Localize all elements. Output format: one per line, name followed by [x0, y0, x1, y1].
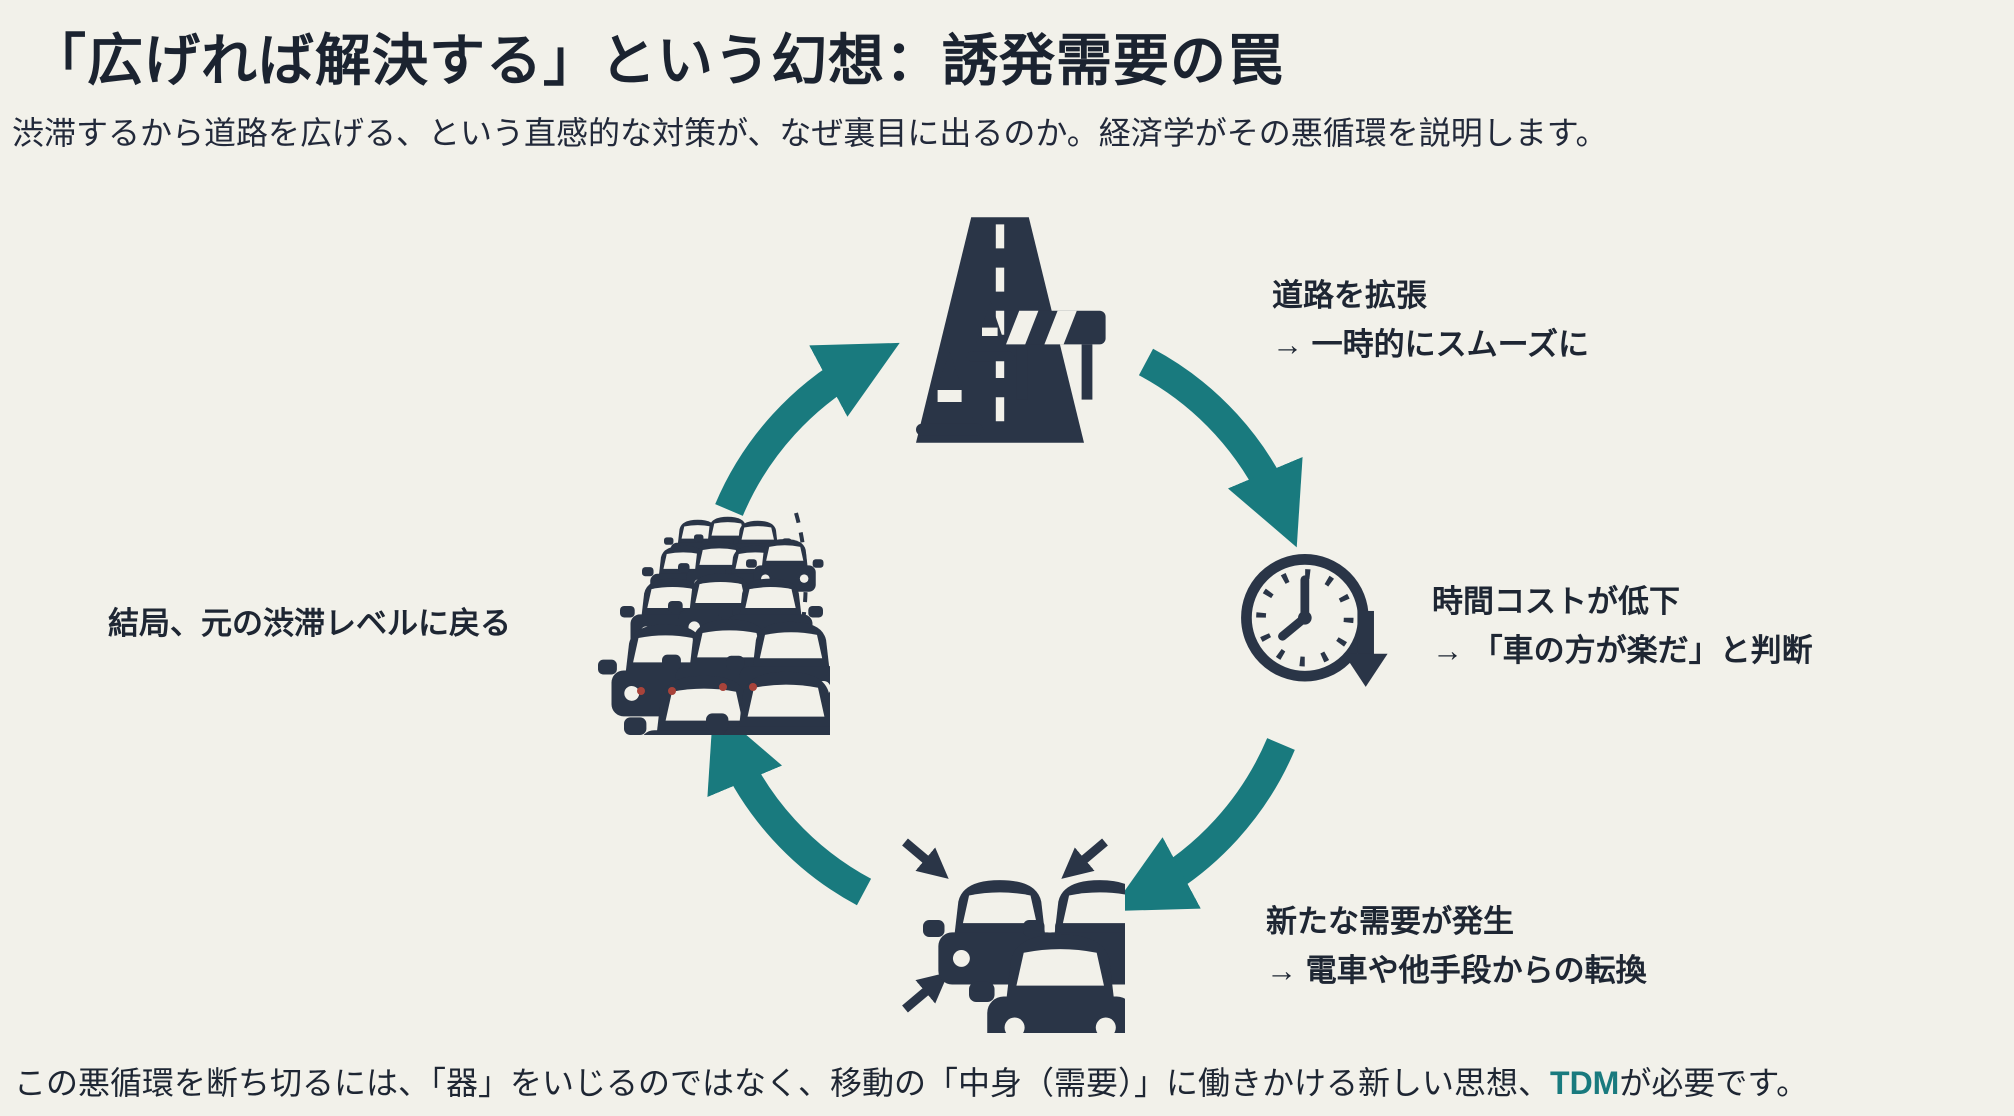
page-title: 「広げれば解決する」という幻想：誘発需要の罠 — [30, 29, 1284, 92]
cycle-arrow-right-to-bottom — [1110, 738, 1295, 912]
converge-arrow-top-right — [1061, 838, 1108, 879]
cycle-arrow-bottom-to-left — [707, 706, 872, 906]
down-arrow — [1343, 610, 1388, 687]
step-label-line: → 電車や他手段からの転換 — [1266, 952, 1647, 988]
step-label-line: 新たな需要が発生 — [1266, 904, 1514, 939]
clock-ticks — [1256, 569, 1354, 667]
cars-converging-icon — [885, 818, 1125, 1033]
step-label-time-cost-drop: 時間コストが低下 → 「車の方が楽だ」と判断 — [1432, 578, 1813, 676]
converge-arrow-top-left — [902, 838, 949, 879]
step-label-new-demand: 新たな需要が発生 → 電車や他手段からの転換 — [1266, 898, 1647, 996]
cycle-arrow-top-to-right — [1138, 348, 1303, 548]
step-label-road-expansion: 道路を拡張 → 一時的にスムーズに — [1272, 272, 1589, 370]
construction-barrier — [1004, 310, 1106, 400]
step-label-return-to-congestion: 結局、元の渋滞レベルに戻る — [108, 600, 511, 649]
footer-note: この悪循環を断ち切るには、「器」をいじるのではなく、移動の「中身（需要）」に働き… — [14, 1058, 1808, 1104]
page-subtitle: 渋滞するから道路を広げる、という直感的な対策が、なぜ裏目に出るのか。経済学がその… — [12, 115, 1608, 151]
footer-text: この悪循環を断ち切るには、「器」をいじるのではなく、移動の「中身（需要）」に働き… — [14, 1065, 1551, 1101]
step-label-line: 道路を拡張 — [1272, 278, 1427, 313]
step-label-line: 結局、元の渋滞レベルに戻る — [108, 606, 511, 641]
step-label-line: → 「車の方が楽だ」と判断 — [1432, 632, 1813, 668]
road-construction-icon — [880, 210, 1120, 450]
traffic-jam-icon — [580, 505, 830, 735]
tail-light — [668, 687, 676, 695]
tail-light — [719, 683, 727, 691]
tail-light — [749, 683, 757, 691]
converge-arrow-bottom-left — [902, 972, 949, 1013]
cycle-arrow-left-to-top — [715, 342, 900, 516]
step-label-line: → 一時的にスムーズに — [1272, 326, 1590, 362]
footer-tdm-highlight: TDM — [1550, 1065, 1620, 1101]
step-label-line: 時間コストが低下 — [1432, 584, 1680, 619]
footer-text: が必要です。 — [1619, 1065, 1809, 1101]
clock-time-decrease-icon — [1225, 535, 1410, 720]
tail-light — [637, 687, 645, 695]
